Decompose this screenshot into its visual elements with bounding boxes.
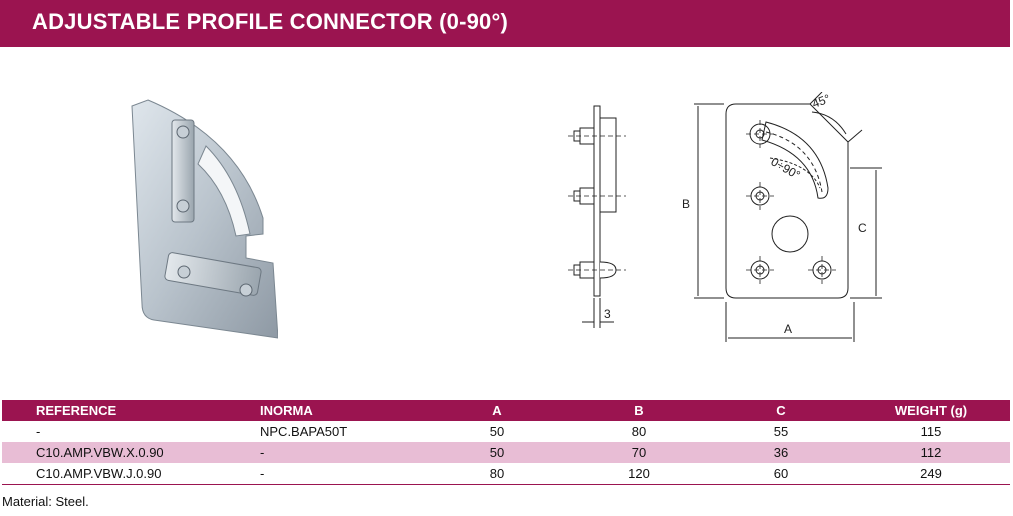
cell-inorma: -	[260, 442, 426, 463]
cell-reference: C10.AMP.VBW.J.0.90	[2, 463, 260, 485]
cell-b: 70	[568, 442, 710, 463]
dimension-b-label: B	[682, 197, 690, 211]
title-bar: ADJUSTABLE PROFILE CONNECTOR (0-90°)	[0, 0, 1010, 47]
cell-reference: -	[36, 424, 41, 439]
table-row: C10.AMP.VBW.J.0.90 - 80 120 60 249	[2, 463, 1010, 485]
cell-weight: 249	[852, 463, 1010, 485]
spec-table: REFERENCE INORMA A B C WEIGHT (g) - NPC.…	[2, 400, 1010, 485]
cell-c: 60	[710, 463, 852, 485]
product-photo	[131, 99, 278, 339]
page-title: ADJUSTABLE PROFILE CONNECTOR (0-90°)	[32, 9, 508, 34]
cell-b: 120	[568, 463, 710, 485]
table-row: C10.AMP.VBW.X.0.90 - 50 70 36 112	[2, 442, 1010, 463]
cell-c: 36	[710, 442, 852, 463]
cell-inorma: NPC.BAPA50T	[260, 424, 348, 439]
dimension-c-label: C	[858, 221, 867, 235]
angle-45-label: 45°	[810, 92, 832, 111]
header-c: C	[710, 400, 852, 421]
table-header-row: REFERENCE INORMA A B C WEIGHT (g)	[2, 400, 1010, 421]
cell-a: 50	[426, 442, 568, 463]
table-row: - NPC.BAPA50T 50 80 55 115	[2, 421, 1010, 442]
cell-c: 55	[773, 424, 789, 439]
thickness-label: 3	[604, 307, 611, 321]
cell-weight: 112	[852, 442, 1010, 463]
header-a: A	[426, 400, 568, 421]
material-note: Material: Steel.	[2, 494, 89, 509]
front-view-drawing: B C A 45° 0÷90°	[682, 92, 882, 342]
side-view-drawing: 3	[568, 105, 626, 328]
header-inorma: INORMA	[260, 400, 426, 421]
cell-a: 80	[426, 463, 568, 485]
header-weight: WEIGHT (g)	[852, 400, 1010, 421]
cell-b: 80	[631, 424, 647, 439]
cell-weight: 115	[920, 424, 942, 439]
header-b: B	[568, 400, 710, 421]
dimension-a-label: A	[784, 322, 792, 336]
header-reference: REFERENCE	[2, 400, 260, 421]
cell-a: 50	[489, 424, 505, 439]
cell-inorma: -	[260, 463, 426, 485]
cell-reference: C10.AMP.VBW.X.0.90	[2, 442, 260, 463]
